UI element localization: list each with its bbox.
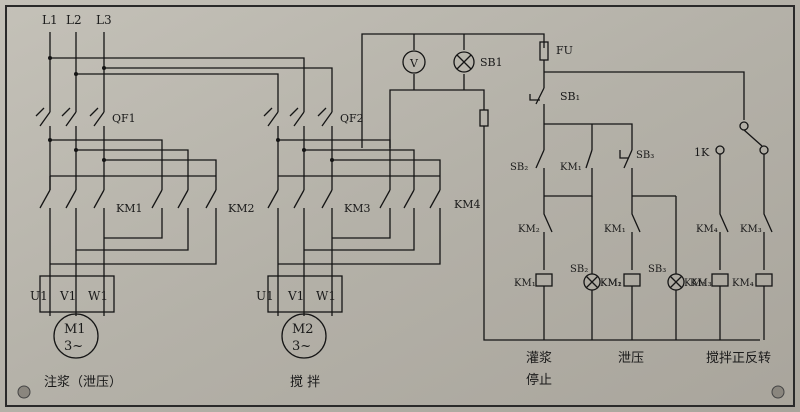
main-circuit-motor-1: L1 L2 L3 QF1 KM1 KM2 U1 V1 W1 M1 3~ 注浆（泄… [30, 13, 333, 390]
main-circuit-motor-2: QF2 KM3 KM4 U1 V1 W1 M2 3~ 搅 拌 [256, 95, 480, 390]
power-indicator-lamp [453, 51, 475, 73]
motor2-phase: 3~ [292, 339, 311, 354]
contactor-label-km3: KM3 [344, 202, 370, 215]
control-circuit: V SB1 FU SB₁ SB₂ KM₁ KM₂ KM₁ SB₂ KM₁ SB₃ [361, 33, 773, 388]
motor1-label: M1 [64, 322, 86, 337]
switch-1k-label: 1K [694, 146, 710, 159]
motor1-terminal-u: U1 [30, 289, 48, 303]
caption-mix-fwd-rev: 搅拌正反转 [706, 350, 771, 366]
contactor-label-km4: KM4 [454, 198, 480, 211]
fuse-label: FU [556, 44, 573, 57]
motor1-phase: 3~ [64, 339, 83, 354]
motor-m1-symbol [53, 313, 99, 359]
voltmeter-label: V [409, 57, 419, 70]
km4-interlock-label: KM₄ [696, 224, 718, 235]
lamp-label-sb1: SB1 [480, 56, 503, 69]
coil-km3-label: KM₃ [690, 278, 712, 289]
coil-km4-label: KM₄ [732, 278, 754, 289]
km2-interlock-label: KM₂ [518, 224, 540, 235]
km1-interlock-label: KM₁ [604, 224, 626, 235]
motor1-terminal-v: V1 [59, 289, 76, 303]
phase-label-l2: L2 [66, 13, 82, 27]
caption-stop: 停止 [526, 372, 552, 388]
contactor-label-km2: KM2 [228, 202, 254, 215]
breaker-label-qf1: QF1 [112, 112, 136, 125]
screw-hole-right [771, 385, 785, 399]
motor2-terminal-u: U1 [256, 289, 274, 303]
plate-border [5, 5, 795, 407]
motor1-terminal-w: W1 [88, 289, 108, 303]
sb2-button-label: SB₂ [510, 162, 528, 173]
stop-button-label: SB₁ [560, 90, 580, 103]
lamp-sb3-label: SB₃ [648, 264, 666, 275]
km3-interlock-label: KM₃ [740, 224, 762, 235]
contactor-label-km1: KM1 [116, 202, 142, 215]
phase-label-l3: L3 [96, 13, 112, 27]
motor1-caption: 注浆（泄压） [44, 375, 122, 390]
lamp-sb2-label: SB₂ [570, 264, 588, 275]
motor-m2-symbol [281, 313, 327, 359]
voltmeter-symbol [402, 50, 426, 74]
phase-label-l1: L1 [42, 13, 58, 27]
sb3-button-label: SB₃ [636, 150, 654, 161]
km1-aux-contact-label: KM₁ [560, 162, 582, 173]
coil-km2-label: KM₂ [600, 278, 622, 289]
coil-km1-label: KM₁ [514, 278, 536, 289]
motor2-terminal-v: V1 [287, 289, 304, 303]
breaker-label-qf2: QF2 [340, 112, 364, 125]
screw-hole-left [17, 385, 31, 399]
motor2-caption: 搅 拌 [290, 374, 320, 390]
caption-relief: 泄压 [618, 351, 644, 366]
motor2-terminal-w: W1 [316, 289, 336, 303]
lamp-sb2-coil-ref: KM₁ [600, 278, 622, 289]
motor2-label: M2 [292, 322, 314, 337]
caption-grout: 灌浆 [526, 351, 552, 366]
lamp-sb3-coil-ref: KM₂ [684, 278, 706, 289]
